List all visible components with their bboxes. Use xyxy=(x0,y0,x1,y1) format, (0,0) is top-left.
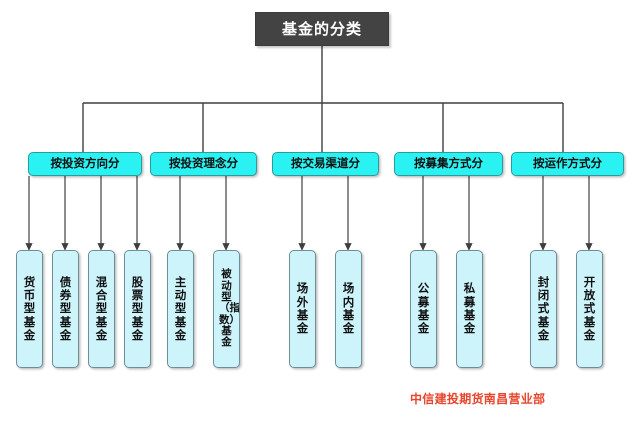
leaf-node-label: 私募基金 xyxy=(463,281,476,336)
leaf-node-label: 主动型基金 xyxy=(174,274,187,342)
leaf-node-label: 封闭式基金 xyxy=(537,274,550,342)
category-node-investment-philosophy[interactable]: 按投资理念分 xyxy=(150,152,257,176)
leaf-node-label: 债券型基金 xyxy=(59,274,72,342)
leaf-node-bond-fund[interactable]: 债券型基金 xyxy=(52,250,79,368)
leaf-node-hybrid-fund[interactable]: 混合型基金 xyxy=(88,250,115,368)
leaf-node-label: 场内基金 xyxy=(342,281,355,336)
leaf-node-label: 货币型基金 xyxy=(23,274,36,342)
root-node-label: 基金的分类 xyxy=(281,19,362,38)
root-node-fund-classification[interactable]: 基金的分类 xyxy=(255,12,389,46)
leaf-node-open-end-fund[interactable]: 开放式基金 xyxy=(576,250,603,368)
category-node-label: 按投资方向分 xyxy=(50,156,120,171)
leaf-node-otc-fund[interactable]: 场外基金 xyxy=(289,250,316,368)
category-node-fundraising-method[interactable]: 按募集方式分 xyxy=(394,152,503,176)
category-node-label: 按投资理念分 xyxy=(169,156,238,171)
leaf-node-label: 公募基金 xyxy=(417,281,430,336)
leaf-node-label: 开放式基金 xyxy=(583,274,596,342)
category-node-operation-method[interactable]: 按运作方式分 xyxy=(511,152,624,176)
category-node-trading-channel[interactable]: 按交易渠道分 xyxy=(272,152,379,176)
leaf-node-active-fund[interactable]: 主动型基金 xyxy=(167,250,194,368)
leaf-node-label: 场外基金 xyxy=(296,281,309,336)
leaf-node-label: 被动型（指数）基金 xyxy=(219,268,240,349)
footer-branch-name: 中信建投期货南昌营业部 xyxy=(410,392,546,406)
leaf-node-label: 混合型基金 xyxy=(95,274,108,342)
leaf-node-public-offering-fund[interactable]: 公募基金 xyxy=(410,250,437,368)
leaf-node-passive-index-fund[interactable]: 被动型（指数）基金 xyxy=(213,250,240,368)
category-node-investment-direction[interactable]: 按投资方向分 xyxy=(28,152,142,176)
leaf-node-closed-end-fund[interactable]: 封闭式基金 xyxy=(530,250,557,368)
leaf-node-private-offering-fund[interactable]: 私募基金 xyxy=(456,250,483,368)
leaf-node-label: 股票型基金 xyxy=(131,274,144,342)
leaf-node-money-market-fund[interactable]: 货币型基金 xyxy=(16,250,43,368)
category-node-label: 按交易渠道分 xyxy=(291,156,360,171)
leaf-node-exchange-traded-fund[interactable]: 场内基金 xyxy=(335,250,362,368)
category-node-label: 按运作方式分 xyxy=(533,156,602,171)
category-node-label: 按募集方式分 xyxy=(414,156,483,171)
leaf-node-equity-fund[interactable]: 股票型基金 xyxy=(124,250,151,368)
